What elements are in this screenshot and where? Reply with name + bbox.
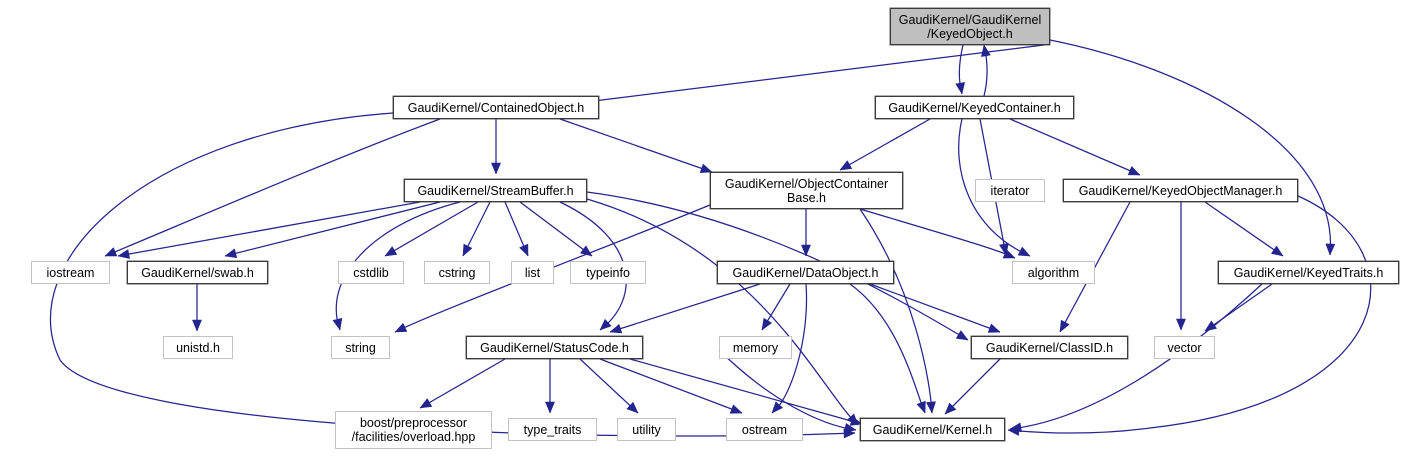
- graph-node-label: iostream: [46, 265, 95, 280]
- graph-node-typeinfo[interactable]: typeinfo: [570, 261, 646, 284]
- graph-node-ostream[interactable]: ostream: [726, 418, 803, 441]
- graph-node-keyedtraits[interactable]: GaudiKernel/KeyedTraits.h: [1218, 261, 1399, 284]
- edge-streambuffer-to-iostream: [117, 201, 421, 259]
- graph-node-keyedobject[interactable]: GaudiKernel/GaudiKernel /KeyedObject.h: [890, 8, 1050, 45]
- edge-dataobject-to-memory: [761, 283, 791, 331]
- edge-statuscode-to-utility: [579, 358, 639, 414]
- edge-streambuffer-to-kernel: [586, 198, 859, 426]
- edge-keyedcontainer-to-keyedobject: [980, 44, 991, 97]
- edge-containedobject-to-streambuffer: [491, 119, 501, 175]
- graph-node-label: list: [524, 265, 541, 280]
- graph-node-label: memory: [732, 340, 779, 355]
- edge-streambuffer-to-cstdlib: [384, 201, 479, 257]
- graph-node-label: GaudiKernel/DataObject.h: [732, 265, 879, 280]
- graph-node-label: cstdlib: [353, 265, 389, 280]
- graph-node-label: vector: [1167, 340, 1202, 355]
- graph-node-label: type_traits: [523, 422, 582, 437]
- graph-node-label: GaudiKernel/ContainedObject.h: [407, 100, 585, 115]
- graph-node-label: ostream: [741, 422, 788, 437]
- graph-node-classid[interactable]: GaudiKernel/ClassID.h: [971, 336, 1128, 359]
- edge-keyedobjectmanager-to-classid: [1059, 201, 1131, 333]
- graph-node-label: GaudiKernel/GaudiKernel /KeyedObject.h: [898, 12, 1042, 41]
- edge-containedobject-to-iostream: [104, 118, 441, 257]
- edge-keyedcontainer-to-keyedobjectmanager: [1009, 118, 1141, 176]
- graph-node-label: GaudiKernel/KeyedObjectManager.h: [1078, 183, 1283, 198]
- edge-keyedobject-to-keyedcontainer: [955, 44, 966, 95]
- edge-dataobject-to-classid: [869, 283, 1001, 333]
- graph-node-cstdlib[interactable]: cstdlib: [338, 261, 404, 284]
- graph-node-iostream[interactable]: iostream: [31, 261, 110, 284]
- edge-streambuffer-to-list: [504, 201, 529, 257]
- edge-objectcontainerbase-to-kernel: [859, 208, 936, 414]
- graph-node-label: GaudiKernel/KeyedTraits.h: [1233, 265, 1384, 280]
- graph-node-label: GaudiKernel/ObjectContainer Base.h: [724, 176, 889, 205]
- graph-node-label: boost/preprocessor /facilities/overload.…: [351, 416, 476, 444]
- graph-node-unistd[interactable]: unistd.h: [163, 336, 233, 359]
- edge-containedobject-to-objectcontainerbase: [559, 118, 713, 173]
- graph-node-dataobject[interactable]: GaudiKernel/DataObject.h: [717, 261, 894, 284]
- edge-memory_curve-to-kernel: [718, 349, 857, 433]
- edge-dataobject-to-kernel: [849, 283, 926, 414]
- graph-node-typetraits[interactable]: type_traits: [508, 418, 597, 441]
- graph-node-label: string: [345, 340, 376, 355]
- edge-classid-to-kernel: [944, 358, 1001, 415]
- graph-node-memory[interactable]: memory: [719, 336, 792, 359]
- edge-streambuffer-to-swab: [224, 201, 441, 259]
- graph-node-label: iterator: [990, 183, 1030, 198]
- graph-node-iterator[interactable]: iterator: [975, 179, 1045, 202]
- edge-keyedtraits-to-kernel: [1009, 283, 1263, 433]
- edge-dataobject-to-statuscode: [609, 283, 761, 334]
- edge-keyedcontainer-to-algorithm: [958, 118, 1031, 257]
- edge-objectcontainerbase-to-dataobject: [801, 209, 811, 257]
- graph-node-string[interactable]: string: [331, 336, 390, 359]
- graph-node-label: GaudiKernel/Kernel.h: [872, 422, 993, 437]
- graph-node-utility[interactable]: utility: [617, 418, 676, 441]
- graph-node-label: GaudiKernel/StatusCode.h: [480, 340, 629, 355]
- graph-node-kernel[interactable]: GaudiKernel/Kernel.h: [860, 418, 1005, 441]
- edge-dataobject-to-ostream: [771, 283, 808, 414]
- edge-statuscode-to-ostream: [599, 358, 743, 414]
- edge-statuscode-to-kernel: [629, 358, 863, 426]
- edge-keyedcontainer-to-objectcontainerbase: [839, 118, 931, 171]
- graph-node-label: cstring: [438, 265, 476, 280]
- graph-node-cstring[interactable]: cstring: [424, 261, 490, 284]
- edge-keyedobject-to-keyedtraits: [1049, 39, 1336, 256]
- graph-node-label: algorithm: [1027, 265, 1080, 280]
- edge-statuscode-to-typetraits: [545, 359, 555, 414]
- graph-node-list[interactable]: list: [511, 261, 554, 284]
- edge-keyedobjectmanager-to-vector: [1176, 202, 1186, 331]
- graph-node-containedobject[interactable]: GaudiKernel/ContainedObject.h: [393, 96, 599, 119]
- graph-node-label: unistd.h: [176, 340, 220, 355]
- edge-keyedobjectmanager-to-kernel: [1007, 195, 1372, 436]
- graph-node-boostoverload[interactable]: boost/preprocessor /facilities/overload.…: [335, 411, 492, 449]
- edge-swab-to-unistd: [192, 284, 202, 332]
- edge-keyedtraits-to-vector: [1204, 283, 1273, 332]
- graph-node-swab[interactable]: GaudiKernel/swab.h: [127, 261, 268, 284]
- edge-objectcontainerbase-to-algorithm: [859, 208, 1016, 259]
- graph-node-label: GaudiKernel/KeyedContainer.h: [888, 100, 1061, 115]
- edge-statuscode-to-boostoverload: [419, 358, 506, 409]
- graph-node-label: typeinfo: [586, 265, 630, 280]
- graph-node-keyedcontainer[interactable]: GaudiKernel/KeyedContainer.h: [875, 96, 1074, 119]
- graph-node-label: GaudiKernel/swab.h: [141, 265, 254, 280]
- graph-node-keyedobjectmanager[interactable]: GaudiKernel/KeyedObjectManager.h: [1063, 179, 1298, 202]
- edge-streambuffer-to-cstring: [462, 201, 491, 257]
- graph-node-statuscode[interactable]: GaudiKernel/StatusCode.h: [466, 336, 643, 359]
- graph-node-vector[interactable]: vector: [1154, 336, 1215, 359]
- graph-node-algorithm[interactable]: algorithm: [1012, 261, 1095, 284]
- edge-keyedobjectmanager-to-keyedtraits: [1204, 201, 1284, 257]
- edge-streambuffer-to-string: [332, 201, 461, 331]
- edge-streambuffer-to-classid: [586, 191, 969, 341]
- graph-node-streambuffer[interactable]: GaudiKernel/StreamBuffer.h: [404, 179, 587, 202]
- graph-node-label: GaudiKernel/StreamBuffer.h: [417, 183, 574, 198]
- graph-node-label: utility: [632, 422, 661, 437]
- graph-node-objectcontainerbase[interactable]: GaudiKernel/ObjectContainer Base.h: [710, 172, 903, 209]
- graph-node-label: GaudiKernel/ClassID.h: [985, 340, 1114, 355]
- edge-streambuffer-to-typeinfo: [519, 201, 593, 257]
